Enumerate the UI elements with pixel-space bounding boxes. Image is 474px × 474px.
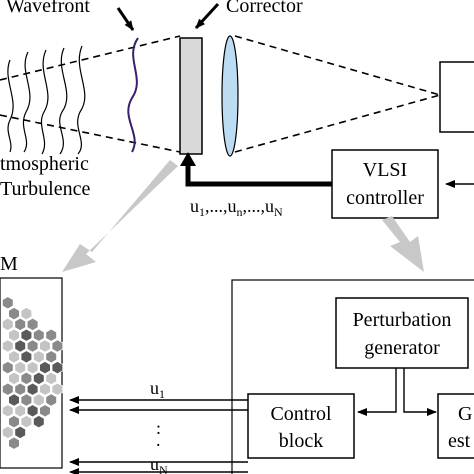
control-block-label-line1: Control: [270, 403, 332, 425]
actuator-hexagon: [20, 414, 33, 429]
actuator-hexagon: [45, 328, 57, 342]
turbulence-waves: [7, 45, 86, 155]
actuator-hexagon: [14, 339, 27, 353]
wavefront-label: Wavefront: [6, 0, 90, 17]
corrector-pointer-arrow: [194, 2, 220, 30]
actuator-hexagon: [26, 404, 39, 418]
mirror-label: M: [0, 253, 18, 275]
actuator-hexagon: [33, 350, 45, 364]
actuator-hexagon: [2, 317, 14, 332]
actuator-hexagon: [14, 382, 27, 396]
perturbation-label-line1: Perturbation: [353, 309, 452, 331]
perturbation-label-line2: generator: [364, 337, 440, 359]
turbulence-label-line1: tmospheric: [0, 153, 89, 175]
vlsi-controller-box: [331, 149, 439, 219]
actuator-hexagon: [2, 339, 14, 353]
optical-beam: [0, 35, 441, 153]
gradient-estimator-box: [437, 393, 474, 459]
actuator-hexagon: [8, 414, 20, 429]
actuator-hexagon: [51, 382, 64, 396]
actuator-hexagon: [39, 339, 51, 353]
gradient-label-line1: G: [458, 403, 472, 425]
actuator-hexagon: [45, 350, 57, 364]
vlsi-label-line2: controller: [346, 187, 424, 209]
lens: [221, 35, 239, 157]
actuator-hexagon: [20, 328, 33, 342]
actuator-hexagon: [14, 317, 27, 332]
dot-label: .: [156, 430, 161, 450]
corrector-label: Corrector: [226, 0, 303, 17]
actuator-hexagon: [33, 328, 45, 342]
deformable-mirror-actuators: [2, 296, 64, 450]
control-bus-line: [185, 166, 332, 187]
actuator-hexagon: [8, 371, 20, 386]
perturbation-to-estimator-arrow: [403, 368, 437, 416]
actuator-hexagon: [33, 414, 45, 429]
actuator-hexagon: [20, 350, 33, 364]
actuator-hexagon: [20, 306, 33, 321]
u1-label: u1: [150, 378, 165, 401]
control-bus-arrowhead: [180, 152, 196, 166]
actuator-hexagon: [8, 328, 20, 342]
actuator-hexagon: [20, 393, 33, 407]
actuator-hexagon: [51, 339, 64, 353]
detector-box: [439, 61, 474, 133]
corrector-mirror: [179, 37, 203, 155]
actuator-hexagon: [8, 436, 20, 450]
actuator-hexagon: [2, 296, 14, 310]
actuator-hexagon: [26, 360, 39, 375]
control-block-label-line2: block: [279, 430, 323, 452]
perturbation-to-control-arrow: [357, 368, 397, 416]
actuator-hexagon: [33, 393, 45, 407]
uN-label: uN: [150, 454, 168, 474]
actuator-hexagon: [2, 382, 14, 396]
wavefront-pointer-arrow: [116, 7, 135, 31]
actuator-hexagon: [45, 371, 57, 386]
actuator-hexagon: [2, 404, 14, 418]
actuator-hexagon: [45, 393, 57, 407]
zoom-arrow-to-controller: [382, 216, 424, 272]
actuator-hexagon: [8, 350, 20, 364]
perturbation-generator-box: [335, 297, 469, 369]
actuator-hexagon: [39, 382, 51, 396]
actuator-hexagon: [26, 317, 39, 332]
vlsi-label-line1: VLSI: [363, 159, 407, 181]
signal-bus-label: u1,...,un,...,uN: [190, 196, 283, 219]
actuator-hexagon: [14, 360, 27, 375]
gradient-label-line2: est: [448, 430, 471, 452]
actuator-hexagon: [2, 425, 14, 440]
actuator-hexagon: [20, 371, 33, 386]
actuator-hexagon: [33, 371, 45, 386]
wavefront-curve: [127, 37, 139, 153]
actuator-hexagon: [51, 360, 64, 375]
turbulence-label-line2: Turbulence: [0, 178, 90, 200]
zoom-arrow-to-mirror: [62, 160, 178, 272]
actuator-hexagon: [26, 339, 39, 353]
dots-label: :: [156, 418, 161, 438]
actuator-hexagon: [39, 360, 51, 375]
actuator-hexagon: [8, 393, 20, 407]
actuator-hexagon: [39, 404, 51, 418]
control-block-box: [247, 393, 355, 459]
actuator-hexagon: [8, 306, 20, 321]
actuator-hexagon: [14, 425, 27, 440]
actuator-hexagon: [26, 382, 39, 396]
actuator-hexagon: [14, 404, 27, 418]
actuator-hexagon: [2, 360, 14, 375]
